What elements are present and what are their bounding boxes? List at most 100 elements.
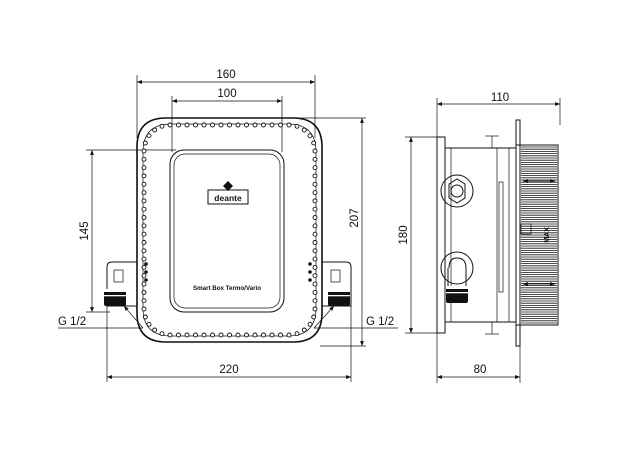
mounting-hole — [142, 140, 148, 146]
mounting-hole — [312, 223, 318, 229]
mounting-hole — [184, 122, 190, 128]
thread-left-label: G 1/2 — [58, 316, 86, 328]
mounting-hole — [312, 148, 318, 154]
mounting-hole — [307, 321, 313, 327]
mounting-hole — [210, 122, 215, 128]
mounting-hole — [312, 173, 318, 179]
mounting-hole — [312, 256, 318, 262]
box-inner-outline — [142, 123, 317, 337]
dimension-207-label: 207 — [349, 208, 361, 227]
cover-texture — [521, 146, 557, 324]
mounting-hole — [141, 165, 147, 171]
dimension-80: 80 — [436, 333, 521, 383]
dimension-110: 110 — [436, 92, 561, 137]
mounting-hole — [252, 122, 258, 128]
mounting-hole — [311, 314, 317, 320]
mounting-hole — [252, 332, 258, 338]
mounting-hole — [141, 248, 147, 254]
mounting-hole — [312, 248, 318, 254]
cover-arrows — [523, 179, 555, 286]
dimension-220: 220 — [106, 306, 352, 382]
mounting-hole — [227, 122, 232, 128]
mounting-hole — [141, 181, 147, 187]
mounting-hole — [141, 156, 147, 162]
mounting-hole — [312, 190, 318, 196]
mounting-hole — [244, 122, 249, 128]
left-connector-bracket — [104, 261, 137, 307]
mounting-hole — [201, 122, 207, 128]
mounting-hole — [141, 240, 147, 245]
mounting-hole — [235, 332, 241, 338]
cover-mark: MAX — [544, 227, 551, 243]
mounting-hole — [159, 331, 165, 337]
left-side-dots — [144, 262, 148, 282]
mounting-hole — [141, 273, 147, 279]
product-label: Smart Box Termo/Vario — [193, 285, 261, 292]
dimension-100-label: 100 — [217, 88, 236, 100]
mounting-hole — [152, 327, 158, 333]
mounting-hole — [218, 122, 224, 128]
dimension-160: 160 — [136, 69, 316, 138]
dimension-145-label: 145 — [79, 221, 91, 240]
mounting-hole — [141, 264, 147, 270]
dimension-220-label: 220 — [219, 364, 238, 376]
mounting-hole — [269, 332, 275, 338]
mounting-hole — [218, 332, 224, 338]
mounting-hole — [312, 306, 318, 312]
mounting-hole — [261, 332, 266, 338]
dimension-180: 180 — [398, 136, 440, 334]
mounting-hole — [141, 256, 147, 262]
mounting-hole — [210, 332, 215, 338]
mounting-hole — [152, 127, 158, 133]
dimension-180-label: 180 — [398, 225, 410, 244]
dimension-80-label: 80 — [474, 364, 487, 376]
mounting-hole — [312, 298, 318, 304]
thread-annotation-right: G 1/2 — [313, 305, 398, 329]
mounting-hole — [312, 289, 318, 295]
mounting-hole — [244, 332, 249, 338]
mounting-hole — [235, 122, 241, 128]
brand-logo: deante — [207, 181, 249, 205]
mounting-hole — [286, 122, 292, 128]
mounting-hole — [201, 332, 207, 338]
mounting-hole — [312, 240, 318, 245]
mounting-hole — [141, 306, 147, 312]
mounting-hole — [184, 332, 190, 338]
thread-annotation-left: G 1/2 — [58, 305, 144, 329]
mounting-hole — [146, 321, 152, 327]
side-body — [444, 135, 517, 335]
right-side-dots — [308, 262, 312, 282]
mounting-hole — [278, 122, 283, 128]
mounting-hole — [312, 206, 318, 212]
mounting-hole — [312, 198, 318, 204]
mounting-hole — [301, 127, 307, 133]
mounting-hole — [307, 133, 313, 139]
mounting-hole — [312, 231, 318, 237]
mounting-hole — [312, 273, 318, 279]
dimension-207: 207 — [290, 117, 366, 347]
front-view: 160 100 145 207 — [58, 69, 398, 382]
mounting-hole — [176, 122, 181, 128]
box-body-outline — [136, 117, 323, 343]
mounting-hole — [141, 223, 147, 229]
mounting-hole — [301, 327, 307, 333]
mounting-hole — [312, 264, 318, 270]
mounting-hole — [193, 122, 198, 128]
mounting-hole — [176, 332, 181, 338]
mounting-hole — [278, 332, 283, 338]
brand-logo-text: deante — [214, 193, 242, 203]
mounting-hole — [294, 123, 300, 129]
mounting-hole — [312, 281, 318, 287]
mounting-hole — [312, 156, 318, 162]
mounting-hole — [312, 215, 318, 220]
mounting-hole — [146, 133, 152, 139]
mounting-hole — [141, 281, 147, 287]
thread-right-label: G 1/2 — [366, 316, 394, 328]
mounting-hole — [141, 215, 147, 220]
upper-connector — [440, 174, 474, 208]
dimension-160-label: 160 — [216, 69, 235, 81]
mounting-hole — [141, 289, 147, 295]
mounting-holes — [141, 122, 318, 338]
dimension-110-label: 110 — [491, 92, 509, 104]
